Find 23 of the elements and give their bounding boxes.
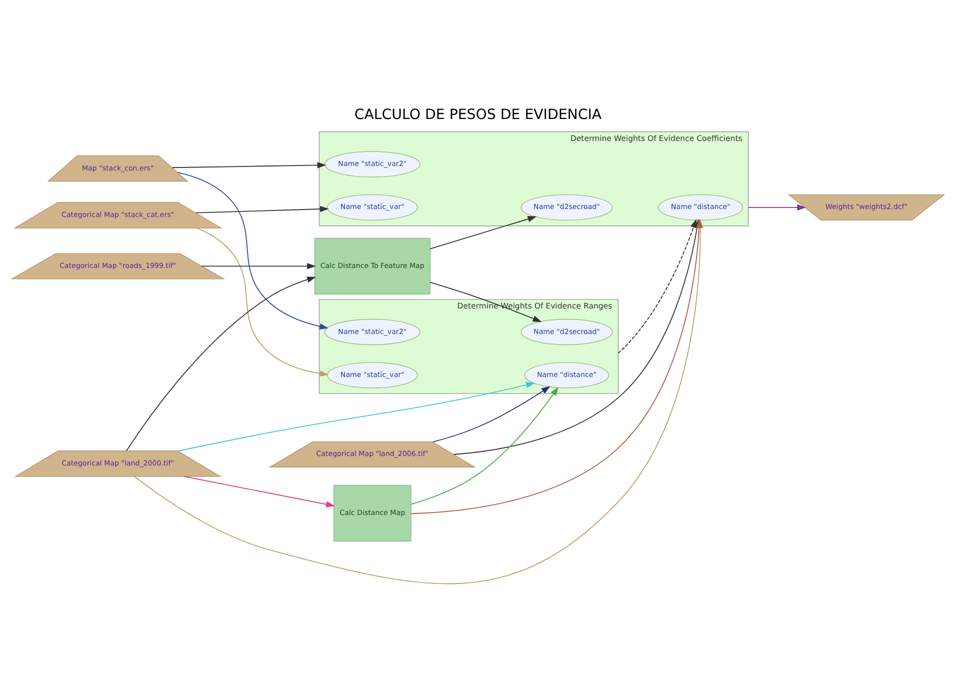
arrow (196, 227, 329, 376)
arrow (201, 262, 316, 269)
node-box: Calc Distance To Feature Map (314, 237, 430, 294)
arrow (183, 475, 335, 507)
arrow (430, 215, 537, 249)
node-ellipse: Name "static_var2" (324, 150, 420, 177)
arrow (410, 386, 558, 504)
arrow (618, 218, 696, 354)
arrow (177, 172, 329, 329)
arrow (195, 205, 329, 213)
node-ellipse: Name "static_var" (326, 362, 418, 388)
arrow (430, 281, 542, 322)
arrow (126, 276, 316, 451)
node-box: Calc Distance Map (333, 484, 412, 541)
node-ellipse: Name "static_var2" (324, 318, 420, 345)
node-ellipse: Name "d2secroad" (520, 318, 613, 345)
node-ellipse: Name "static_var" (326, 194, 418, 220)
arrow (177, 381, 535, 451)
arrow (432, 386, 550, 442)
arrow (748, 204, 806, 210)
arrow (172, 162, 326, 168)
node-ellipse: Name "distance" (658, 194, 743, 220)
diagram-title: CALCULO DE PESOS DE EVIDENCIA (354, 106, 602, 122)
